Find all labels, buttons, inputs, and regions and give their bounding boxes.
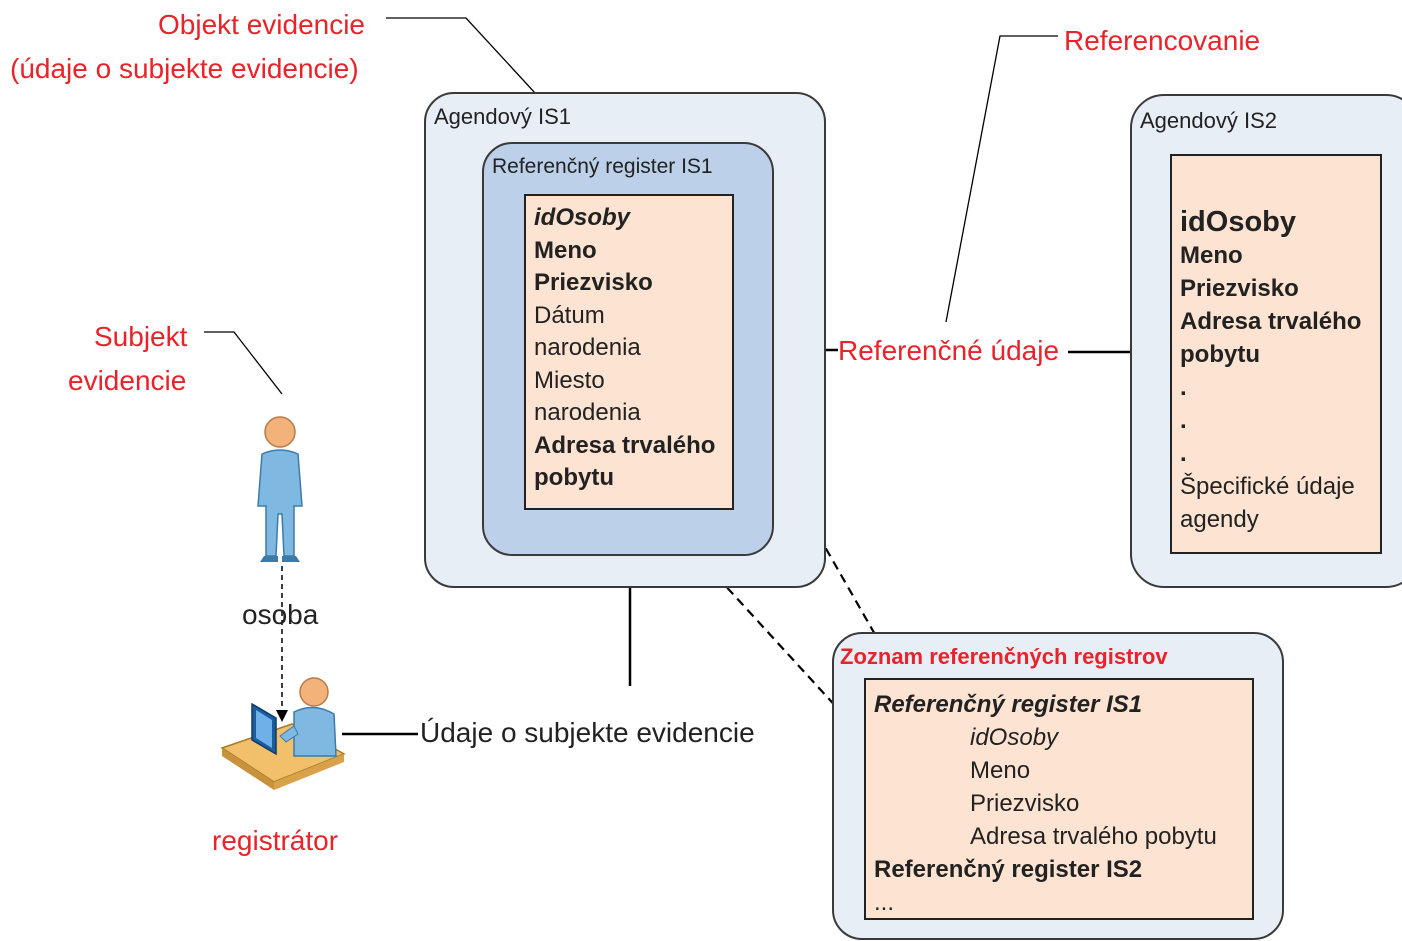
is1-field: idOsoby bbox=[534, 204, 631, 231]
is2-field: idOsoby bbox=[1180, 206, 1297, 238]
agendovy-is2-title: Agendový IS2 bbox=[1140, 108, 1277, 133]
is2-field: pobytu bbox=[1180, 341, 1260, 368]
zoznam-item: ... bbox=[874, 889, 895, 916]
udaje-o-subjekte-label: Údaje o subjekte evidencie bbox=[420, 717, 755, 748]
is2-field: Priezvisko bbox=[1180, 275, 1299, 302]
registrator-label: registrátor bbox=[212, 825, 339, 856]
referencovanie-callout-line bbox=[945, 35, 1058, 323]
agendovy-is1-title: Agendový IS1 bbox=[434, 104, 571, 129]
referencne-udaje-label: Referenčné údaje bbox=[838, 334, 1060, 368]
zoznam-item: Priezvisko bbox=[970, 790, 1080, 817]
zoznam-title: Zoznam referenčných registrov bbox=[840, 644, 1168, 669]
is2-field: . bbox=[1180, 407, 1187, 434]
zoznam-item: Adresa trvalého pobytu bbox=[970, 823, 1217, 850]
is1-field: Meno bbox=[534, 236, 597, 264]
is1-field: Priezvisko bbox=[534, 269, 653, 296]
subjekt-evidencie-sublabel: evidencie bbox=[68, 365, 187, 396]
is2-field: Špecifické údaje bbox=[1180, 473, 1355, 500]
referencny-register-is1-title: Referenčný register IS1 bbox=[492, 155, 713, 178]
registrar-desk-icon bbox=[218, 672, 348, 792]
is1-field: narodenia bbox=[534, 334, 641, 361]
zoznam-item: Referenčný register IS2 bbox=[874, 856, 1143, 883]
is2-field: Meno bbox=[1180, 242, 1243, 269]
is1-field: Dátum bbox=[534, 301, 605, 329]
person-icon bbox=[244, 414, 314, 564]
is2-field: Adresa trvalého bbox=[1180, 308, 1362, 335]
zoznam-item: Referenčný register IS1 bbox=[874, 691, 1143, 718]
objekt-evidencie-sublabel: (údaje o subjekte evidencie) bbox=[10, 53, 359, 84]
is2-field: . bbox=[1180, 440, 1187, 467]
subjekt-callout-line bbox=[204, 331, 283, 395]
is1-field: pobytu bbox=[534, 464, 614, 491]
zoznam-item: idOsoby bbox=[970, 724, 1059, 751]
is1-field: Adresa trvalého bbox=[534, 431, 716, 459]
is1-field: narodenia bbox=[534, 399, 641, 426]
is2-field: agendy bbox=[1180, 506, 1259, 533]
is1-field: Miesto bbox=[534, 366, 605, 394]
is2-field: . bbox=[1180, 374, 1187, 401]
referencovanie-label: Referencovanie bbox=[1064, 25, 1261, 56]
osoba-label: osoba bbox=[242, 599, 319, 630]
objekt-evidencie-label: Objekt evidencie bbox=[158, 9, 366, 40]
subjekt-evidencie-label: Subjekt bbox=[94, 321, 188, 352]
zoznam-item: Meno bbox=[970, 757, 1031, 784]
